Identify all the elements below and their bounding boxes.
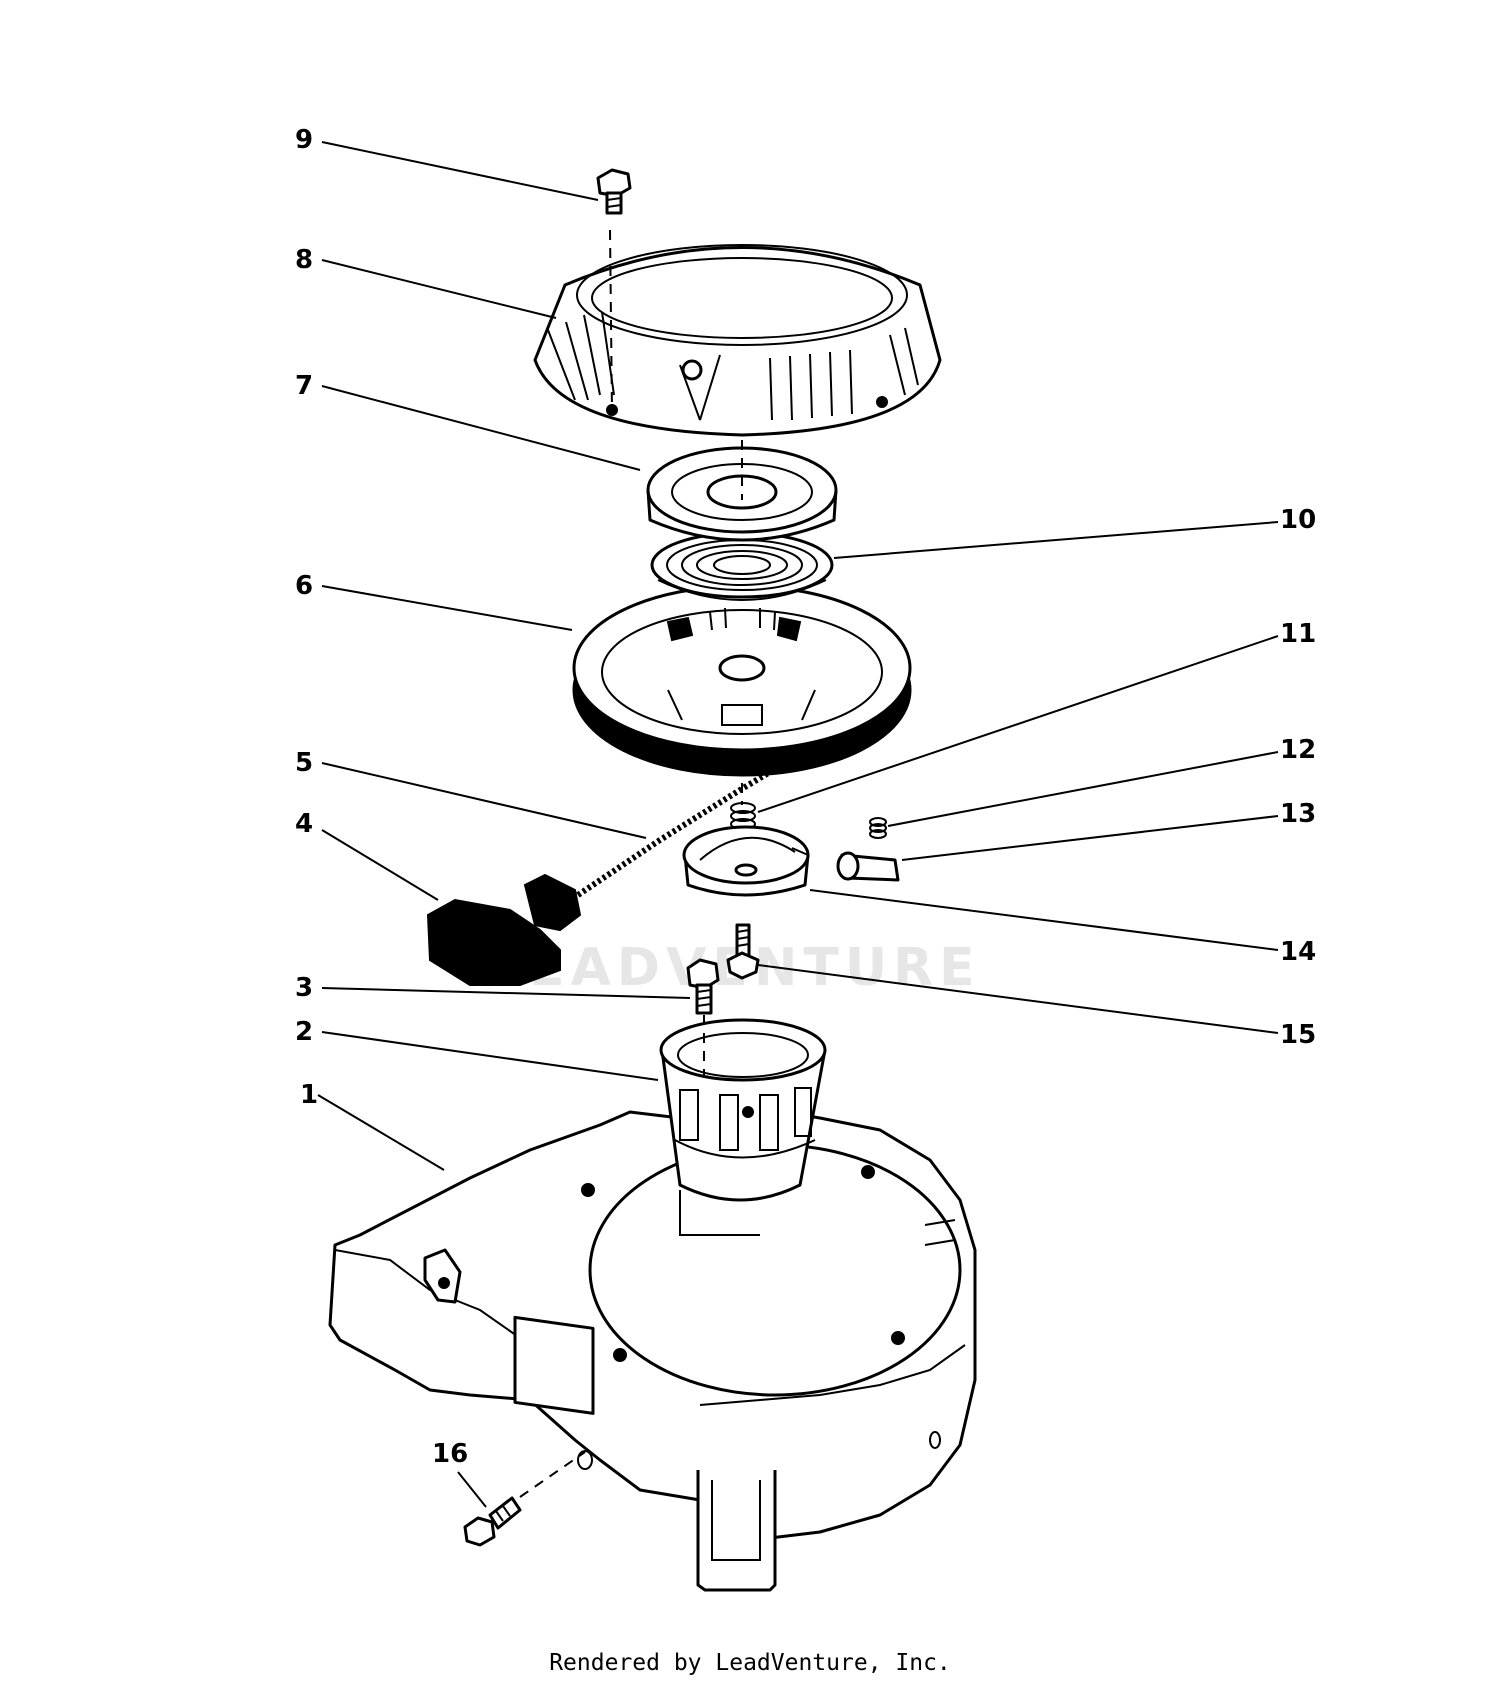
part-starter-housing[interactable] bbox=[533, 229, 942, 500]
callout-12: 12 bbox=[1280, 735, 1316, 765]
part-screw-15[interactable] bbox=[726, 923, 760, 980]
callout-7: 7 bbox=[295, 371, 313, 401]
callout-10: 10 bbox=[1280, 505, 1316, 535]
part-rewind-spring[interactable] bbox=[650, 531, 834, 601]
part-bolt-16[interactable] bbox=[463, 1451, 586, 1547]
callout-14: 14 bbox=[1280, 937, 1316, 967]
callout-9: 9 bbox=[295, 125, 313, 155]
leader-lines bbox=[317, 141, 1279, 1508]
callout-15: 15 bbox=[1280, 1020, 1316, 1050]
callout-6: 6 bbox=[295, 571, 313, 601]
part-retainer[interactable] bbox=[682, 825, 810, 897]
callout-4: 4 bbox=[295, 809, 313, 839]
callout-16: 16 bbox=[432, 1439, 468, 1469]
callout-8: 8 bbox=[295, 245, 313, 275]
part-tiny-spring[interactable] bbox=[869, 817, 887, 839]
part-blower-housing[interactable] bbox=[328, 1106, 977, 1592]
part-spring-cup[interactable] bbox=[646, 446, 838, 542]
callout-numbers: 9 8 7 6 5 4 3 2 1 10 11 12 13 14 15 16 bbox=[295, 125, 1316, 1469]
callout-2: 2 bbox=[295, 1017, 313, 1047]
part-starter-cup[interactable] bbox=[659, 1018, 827, 1202]
part-pulley[interactable] bbox=[572, 584, 912, 777]
callout-3: 3 bbox=[295, 973, 313, 1003]
footer-credit: Rendered by LeadVenture, Inc. bbox=[549, 1650, 951, 1676]
part-bolt-3[interactable] bbox=[686, 958, 720, 1075]
callout-5: 5 bbox=[295, 748, 313, 778]
part-bolt-9[interactable] bbox=[596, 168, 632, 215]
callout-1: 1 bbox=[300, 1080, 318, 1110]
callout-13: 13 bbox=[1280, 799, 1316, 829]
callout-11: 11 bbox=[1280, 619, 1316, 649]
part-starter-handle[interactable] bbox=[426, 873, 582, 986]
part-pawl[interactable] bbox=[836, 851, 900, 882]
